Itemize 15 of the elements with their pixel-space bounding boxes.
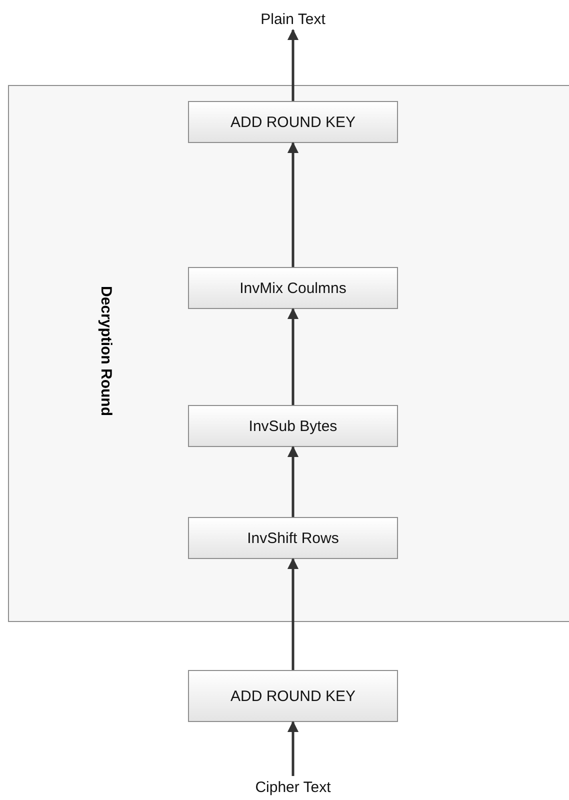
round-container <box>8 85 569 622</box>
process-box: ADD ROUND KEY <box>188 101 398 143</box>
process-box: ADD ROUND KEY <box>188 670 398 722</box>
arrow <box>287 308 299 405</box>
text-label: Plain Text <box>248 8 338 30</box>
process-box: InvMix Coulmns <box>188 267 398 309</box>
process-box: InvShift Rows <box>188 517 398 559</box>
text-label: Cipher Text <box>243 776 343 798</box>
process-box: InvSub Bytes <box>188 405 398 447</box>
arrow <box>287 142 299 267</box>
group-heading: Decryption Round <box>98 286 114 416</box>
arrow <box>287 558 299 670</box>
arrow <box>287 446 299 517</box>
arrow <box>287 720 299 776</box>
arrow <box>287 28 299 101</box>
